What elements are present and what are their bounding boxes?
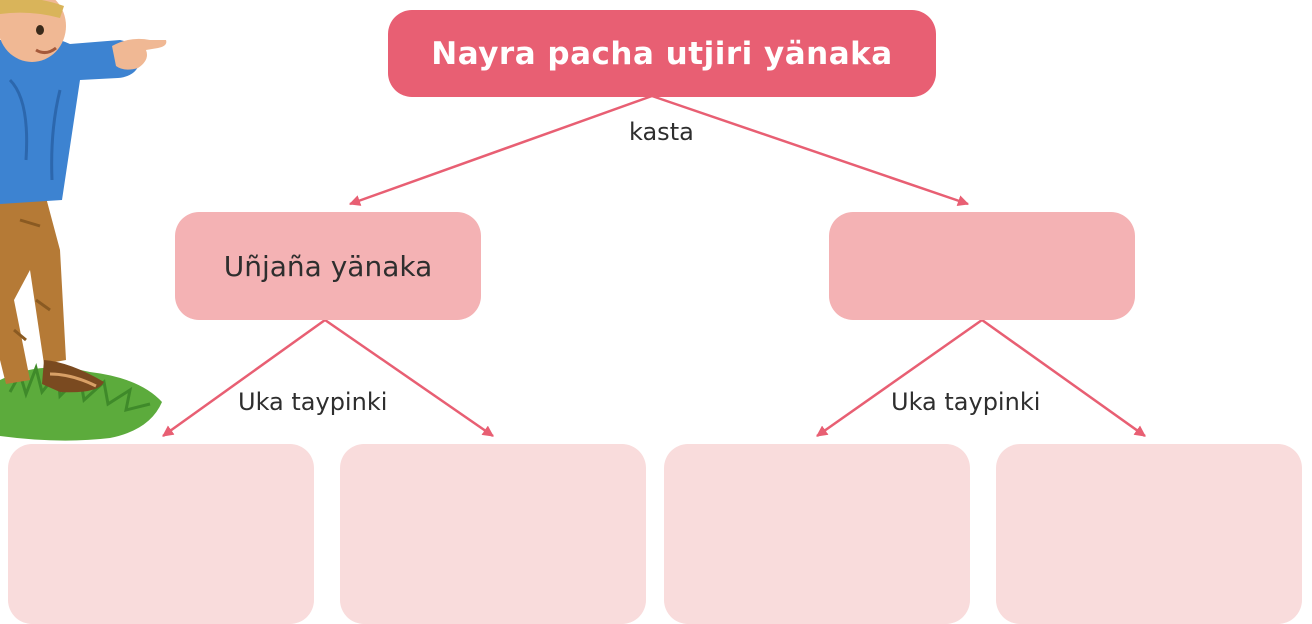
leaf-node-1[interactable]	[8, 444, 314, 624]
arrow-left-leaf-1	[162, 318, 326, 438]
leaf-node-3[interactable]	[664, 444, 970, 624]
edge-label-left: Uka taypinki	[238, 388, 388, 416]
left-category-label: Uñjaña yänaka	[223, 249, 433, 283]
root-node: Nayra pacha utjiri yänaka	[388, 10, 936, 97]
right-category-node[interactable]	[829, 212, 1135, 320]
arrow-right-leaf-3	[816, 318, 983, 438]
leaf-node-4[interactable]	[996, 444, 1302, 624]
boy-pointing-illustration	[0, 0, 167, 441]
arrow-right-leaf-4	[981, 318, 1146, 438]
arrow-root-left	[348, 94, 653, 206]
edge-label-kasta: kasta	[629, 118, 694, 146]
connector-arrows	[162, 94, 1146, 438]
arrow-root-right	[651, 94, 970, 207]
edge-label-right: Uka taypinki	[891, 388, 1041, 416]
left-category-node: Uñjaña yänaka	[175, 212, 481, 320]
leaf-node-2[interactable]	[340, 444, 646, 624]
root-node-label: Nayra pacha utjiri yänaka	[431, 35, 893, 72]
arrow-left-leaf-2	[324, 318, 494, 438]
